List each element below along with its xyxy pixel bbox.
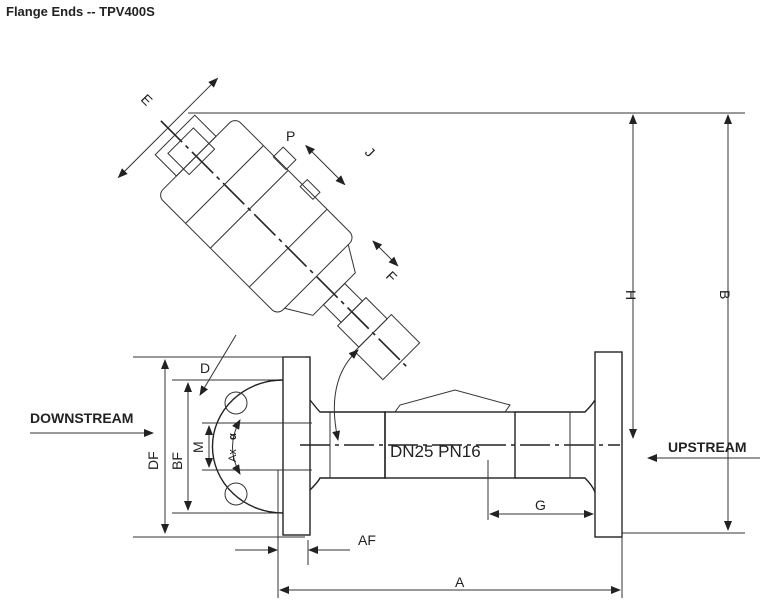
dim-af: AF (358, 532, 376, 548)
dim-ax: Ax (227, 449, 239, 462)
actuator (117, 77, 421, 381)
dim-h: H (623, 290, 639, 300)
dim-j: J (362, 144, 378, 160)
downstream-label: DOWNSTREAM (30, 410, 133, 426)
upstream-label: UPSTREAM (668, 439, 747, 455)
dim-d: D (200, 360, 210, 376)
dim-g: G (535, 497, 546, 513)
drawing-title: Flange Ends -- TPV400S (6, 4, 155, 19)
dim-e: E (138, 91, 156, 109)
dim-alpha: α (227, 433, 239, 440)
dim-df: DF (145, 451, 161, 470)
flange-face (133, 334, 359, 538)
dim-p: P (286, 128, 295, 144)
dim-f: F (383, 268, 400, 285)
dim-bf: BF (169, 452, 185, 470)
dim-a: A (455, 574, 465, 590)
body-marking: DN25 PN16 (390, 442, 481, 461)
dim-b: B (717, 290, 733, 299)
dim-m: M (190, 441, 206, 453)
